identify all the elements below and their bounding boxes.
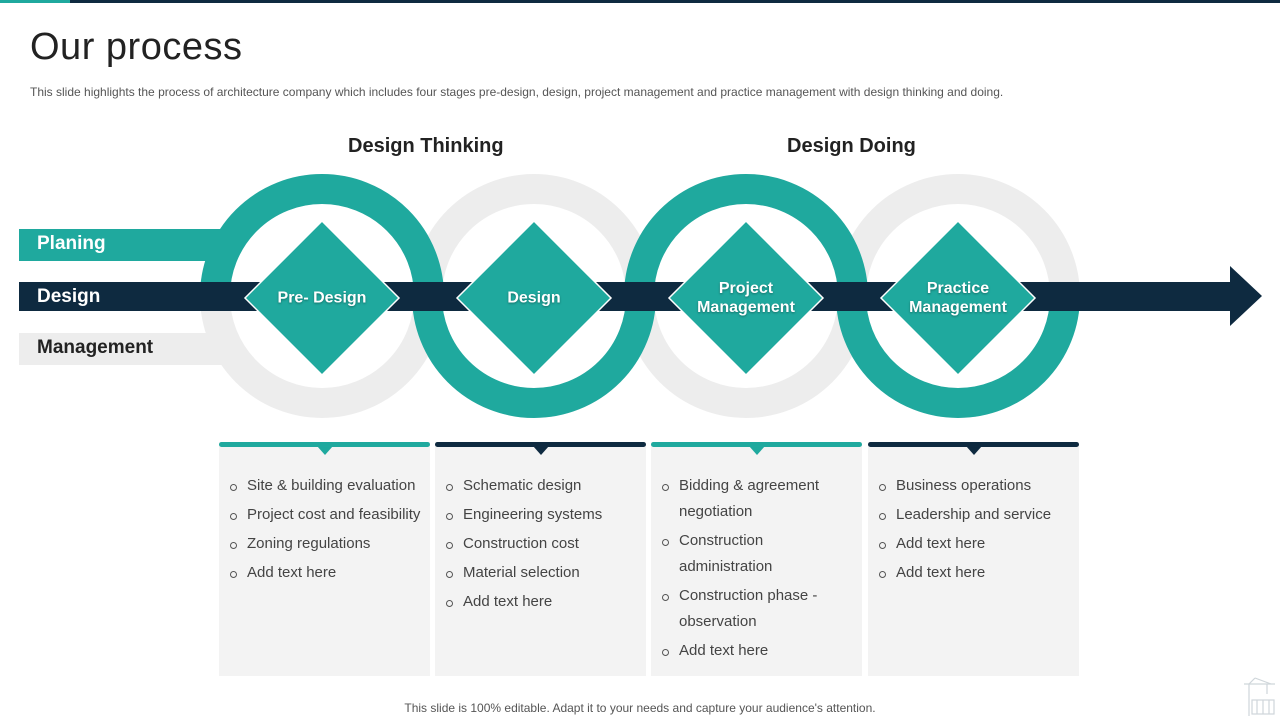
card-pointer xyxy=(532,446,549,455)
bullet-icon xyxy=(879,484,886,491)
lane-label-design: Design xyxy=(37,286,101,307)
list-item: Leadership and service xyxy=(879,502,1071,528)
card-list: Bidding & agreement negotiation Construc… xyxy=(651,442,862,664)
list-item: Add text here xyxy=(446,589,638,615)
ring-teal-3-top xyxy=(624,174,868,297)
bullet-icon xyxy=(662,649,669,656)
card-pointer xyxy=(965,446,982,455)
stage-label-practice-management: Practice Management xyxy=(909,280,1007,316)
stage-label-pre-design: Pre- Design xyxy=(277,289,367,307)
bullet-icon xyxy=(879,513,886,520)
heading-design-thinking: Design Thinking xyxy=(348,135,504,157)
card-top-bar xyxy=(651,442,862,447)
bullet-icon xyxy=(230,571,237,578)
stage-label-design: Design xyxy=(507,289,561,307)
ring-teal-4-bottom xyxy=(836,295,1080,418)
bullet-icon xyxy=(446,513,453,520)
stage-diamond-4 xyxy=(879,219,1037,377)
list-item: Bidding & agreement negotiation xyxy=(662,473,854,525)
slide-title: Our process xyxy=(30,26,243,68)
stage-diamond-3 xyxy=(667,219,825,377)
list-item: Business operations xyxy=(879,473,1071,499)
card-pointer xyxy=(316,446,333,455)
stage-card-pre-design: Site & building evaluation Project cost … xyxy=(219,442,430,676)
stage-card-practice-management: Business operations Leadership and servi… xyxy=(868,442,1079,676)
bullet-icon xyxy=(446,484,453,491)
process-diagram xyxy=(19,174,1262,418)
heading-design-doing: Design Doing xyxy=(787,135,916,157)
bullet-icon xyxy=(230,513,237,520)
list-item: Site & building evaluation xyxy=(230,473,422,499)
planning-band xyxy=(19,229,237,261)
card-list: Site & building evaluation Project cost … xyxy=(219,442,430,586)
list-item: Project cost and feasibility xyxy=(230,502,422,528)
list-item: Add text here xyxy=(879,531,1071,557)
list-item: Construction administration xyxy=(662,528,854,580)
bullet-icon xyxy=(230,542,237,549)
stage-diamond-2 xyxy=(455,219,613,377)
card-top-bar xyxy=(219,442,430,447)
stage-label-project-management: Project Management xyxy=(697,280,795,316)
list-item: Zoning regulations xyxy=(230,531,422,557)
bullet-icon xyxy=(879,542,886,549)
lane-label-planning: Planing xyxy=(37,233,106,254)
management-band xyxy=(19,333,237,365)
bullet-icon xyxy=(662,539,669,546)
list-item: Add text here xyxy=(879,560,1071,586)
top-accent-rule xyxy=(0,0,70,3)
ring-teal-2-bottom xyxy=(412,295,656,418)
bullet-icon xyxy=(662,484,669,491)
bullet-icon xyxy=(446,571,453,578)
bullet-icon xyxy=(446,600,453,607)
list-item: Add text here xyxy=(662,638,854,664)
list-item: Add text here xyxy=(230,560,422,586)
stage-card-project-management: Bidding & agreement negotiation Construc… xyxy=(651,442,862,676)
list-item: Construction cost xyxy=(446,531,638,557)
crane-icon xyxy=(1244,677,1275,716)
bullet-icon xyxy=(446,542,453,549)
top-rule xyxy=(0,0,1280,3)
list-item: Construction phase - observation xyxy=(662,583,854,635)
card-top-bar xyxy=(435,442,646,447)
slide-footer-note: This slide is 100% editable. Adapt it to… xyxy=(404,701,876,715)
list-item: Schematic design xyxy=(446,473,638,499)
stage-diamond-1 xyxy=(243,219,401,377)
stage-card-design: Schematic design Engineering systems Con… xyxy=(435,442,646,676)
bullet-icon xyxy=(879,571,886,578)
list-item: Material selection xyxy=(446,560,638,586)
slide-subtitle: This slide highlights the process of arc… xyxy=(30,85,1004,99)
card-top-bar xyxy=(868,442,1079,447)
card-list: Business operations Leadership and servi… xyxy=(868,442,1079,586)
card-list: Schematic design Engineering systems Con… xyxy=(435,442,646,615)
bullet-icon xyxy=(230,484,237,491)
bullet-icon xyxy=(662,594,669,601)
list-item: Engineering systems xyxy=(446,502,638,528)
card-pointer xyxy=(748,446,765,455)
lane-label-management: Management xyxy=(37,337,154,358)
